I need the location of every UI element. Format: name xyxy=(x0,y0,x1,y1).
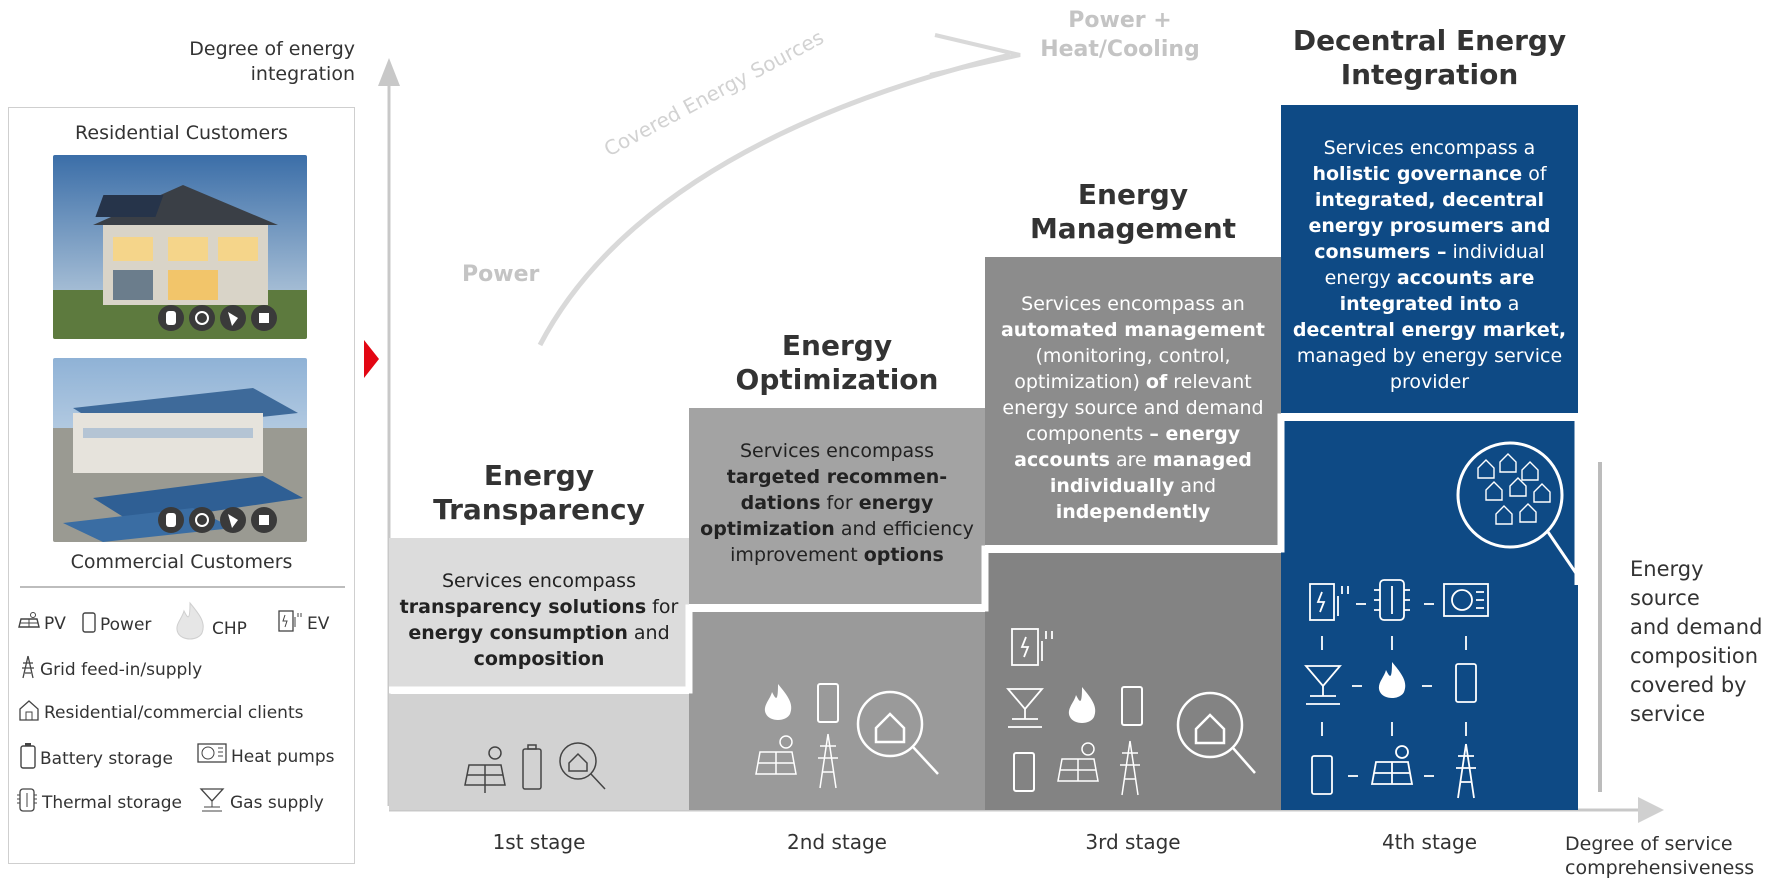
battery-icon xyxy=(817,683,839,723)
y-axis-label: Degree of energy integration xyxy=(189,38,355,85)
energy-sources-arrow xyxy=(537,52,1011,347)
magnifier-house-icon xyxy=(1176,691,1256,774)
stage1-text-block xyxy=(389,538,689,690)
red-pointer xyxy=(364,340,379,378)
solar-panel-icon xyxy=(1370,745,1414,785)
legend-heat-pumps: Heat pumps xyxy=(197,743,335,770)
side-note: Energy source and demand composition cov… xyxy=(1630,557,1763,726)
legend-chp: CHP xyxy=(172,601,247,646)
power-pylon-icon xyxy=(1456,743,1476,799)
legend-ev: EV xyxy=(277,609,329,638)
stage1-icon-block xyxy=(389,694,689,810)
power-pylon-icon xyxy=(20,655,36,684)
x-axis-arrowhead xyxy=(1638,797,1664,823)
ev-charger-icon xyxy=(1309,583,1349,621)
ev-charger-icon xyxy=(1011,628,1053,666)
stage1-label: 1st stage xyxy=(492,830,586,854)
power-pylon-icon xyxy=(1120,740,1140,796)
legend-battery: Battery storage xyxy=(20,743,173,774)
stage3-icons xyxy=(1006,628,1256,796)
thermal-storage-icon xyxy=(16,787,38,818)
stage3-text-block xyxy=(985,257,1281,545)
thermal-storage-icon xyxy=(1374,579,1410,621)
stage2-icons xyxy=(755,683,939,789)
battery-icon xyxy=(1121,686,1143,726)
commercial-customers-label: Commercial Customers xyxy=(70,551,293,573)
flame-icon xyxy=(1068,687,1096,723)
solar-panel-icon xyxy=(1057,742,1099,782)
house-icon xyxy=(18,699,40,726)
stage3-description: Services encompass an automated manageme… xyxy=(1000,293,1266,523)
heat-pump-icon xyxy=(197,743,227,770)
ev-charger-icon xyxy=(277,609,303,638)
commercial-badges xyxy=(158,505,298,539)
battery-icon xyxy=(1311,755,1333,795)
battery-icon xyxy=(1455,663,1477,703)
solar-panel-icon xyxy=(18,611,40,636)
energy-sources-arrowhead xyxy=(929,33,1021,77)
residential-house-image xyxy=(53,155,307,339)
stage4-description: Services encompass a holistic governance… xyxy=(1292,137,1567,393)
stage2-description: Services encompass targeted recommen- da… xyxy=(700,440,974,566)
battery-icon xyxy=(20,743,36,774)
stage4-label: 4th stage xyxy=(1381,830,1478,854)
flame-icon xyxy=(172,601,208,646)
legend-panel xyxy=(8,107,355,864)
flame-icon xyxy=(764,684,792,720)
gas-burner-icon xyxy=(198,787,226,818)
legend-gas: Gas supply xyxy=(198,787,324,818)
stage2-label: 2nd stage xyxy=(787,830,887,854)
legend-clients: Residential/commercial clients xyxy=(18,699,303,726)
legend-grid: Grid feed-in/supply xyxy=(20,655,202,684)
legend-thermal: Thermal storage xyxy=(16,787,182,818)
power-heat-label: Power + Heat/Cooling xyxy=(1040,8,1200,62)
battery-icon xyxy=(522,744,542,790)
solar-panel-icon xyxy=(755,735,797,775)
stage4-icon-block xyxy=(1281,421,1578,810)
stage1-description: Services encompass transparency solution… xyxy=(399,570,679,670)
stage4-text-block xyxy=(1281,105,1578,413)
residential-customers-label: Residential Customers xyxy=(75,122,288,144)
x-axis-label: Degree of service comprehensiveness xyxy=(1565,833,1755,879)
flame-icon xyxy=(1378,662,1406,698)
gas-burner-icon xyxy=(1006,688,1044,728)
magnifier-house-icon xyxy=(559,742,606,790)
power-icon xyxy=(82,611,96,638)
heat-pump-icon xyxy=(1443,583,1489,617)
stage4-icons xyxy=(1304,441,1584,799)
battery-icon xyxy=(1013,752,1035,792)
legend-divider xyxy=(20,586,345,588)
legend-power: Power xyxy=(82,611,151,638)
stage1-icons xyxy=(464,742,606,793)
residential-badges xyxy=(158,303,298,337)
power-label: Power xyxy=(462,262,540,287)
magnifier-house-icon xyxy=(856,690,939,775)
power-pylon-icon xyxy=(818,733,838,789)
solar-panel-icon xyxy=(464,746,506,793)
legend-pv: PV xyxy=(18,611,66,636)
stage2-text-block xyxy=(689,408,985,604)
y-axis-arrowhead xyxy=(378,58,400,86)
stage3-label: 3rd stage xyxy=(1085,830,1181,854)
gas-burner-icon xyxy=(1304,665,1342,705)
